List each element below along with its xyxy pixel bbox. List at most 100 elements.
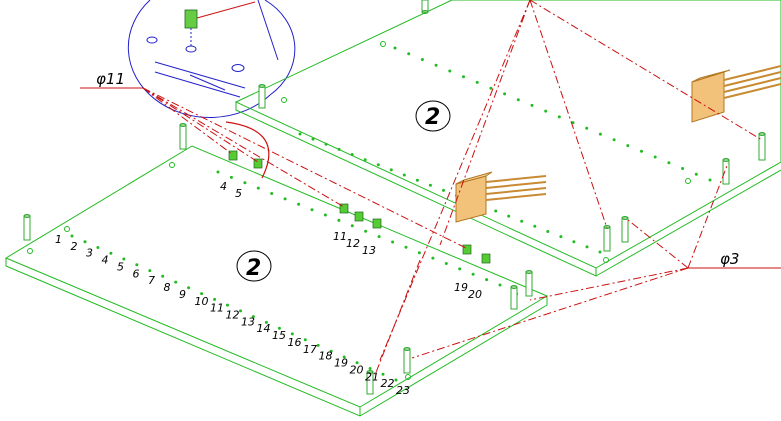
row-number: 1 — [55, 233, 62, 246]
hole-dot — [290, 332, 294, 336]
hole-dot — [653, 155, 657, 159]
row-number: 7 — [148, 274, 155, 287]
detail-leader — [196, 1, 256, 19]
hole-dot — [516, 98, 520, 102]
hole-dot — [471, 272, 475, 276]
hole-dot — [96, 246, 100, 249]
back-panel-top — [234, 0, 781, 269]
hole-dot — [612, 138, 616, 142]
edge-number: 12 — [346, 237, 360, 250]
row-number: 17 — [303, 343, 317, 356]
hole-dot — [368, 367, 372, 370]
row-number: 10 — [195, 295, 209, 308]
cam-fitting — [339, 203, 349, 214]
hole-dot — [626, 144, 630, 148]
back-hole — [603, 257, 609, 263]
hole-dot — [213, 297, 217, 301]
hole-dot — [350, 224, 354, 228]
hole-dot — [571, 121, 575, 125]
front-dot-row — [70, 234, 398, 382]
dowel — [421, 0, 429, 14]
hole-dot — [297, 202, 301, 206]
back-panel: 2 — [234, 0, 781, 277]
hole-dot — [310, 208, 314, 212]
hole-dot — [337, 218, 341, 222]
dimension-label-phi3: φ3 — [720, 250, 739, 268]
hole-dot — [507, 214, 511, 218]
detail-hole — [146, 36, 158, 44]
hole-dot — [428, 183, 432, 187]
hole-dot — [559, 235, 563, 239]
row-number: 20 — [350, 363, 364, 376]
cam-fitting — [462, 244, 472, 255]
hole-dot — [572, 240, 576, 244]
edge-number: 13 — [362, 244, 376, 257]
hole-dot — [226, 303, 229, 307]
back-dot-row — [393, 46, 712, 182]
hole-dot — [475, 80, 479, 84]
detail-line — [154, 71, 241, 98]
detail-magnifier — [127, 0, 296, 118]
back-hole — [281, 97, 287, 103]
hole-dot — [109, 251, 113, 255]
hole-dot — [256, 186, 260, 190]
hole-dot — [376, 163, 380, 167]
dowel — [722, 158, 730, 185]
row-number: 18 — [319, 350, 333, 363]
back-panel-label: 2 — [425, 105, 440, 130]
edge-number: 20 — [468, 288, 482, 301]
hole-dot — [311, 137, 315, 141]
hole-dot — [448, 69, 452, 73]
hole-dot — [417, 251, 421, 255]
row-number: 11 — [210, 302, 224, 315]
hole-dot — [694, 172, 698, 176]
back-hole — [685, 178, 691, 184]
dowel — [510, 285, 518, 310]
rotation-arrow — [225, 121, 270, 179]
detail-hole — [231, 64, 245, 72]
hole-dot — [135, 263, 139, 267]
detail-hole — [185, 45, 197, 53]
cam-fitting — [228, 150, 238, 161]
hole-dot — [70, 234, 74, 238]
back-panel-label-circle — [415, 100, 451, 132]
back-edge-labels: 4 5 11 12 13 19 20 — [220, 180, 482, 301]
hole-dot — [161, 274, 165, 278]
dimension-label-phi11: φ11 — [96, 70, 125, 88]
front-hole — [64, 226, 70, 232]
dowel — [258, 84, 266, 109]
hole-dot — [444, 262, 448, 265]
front-hole — [405, 374, 411, 380]
back-hole — [380, 41, 386, 47]
hole-dot — [598, 132, 602, 136]
hole-dot — [667, 161, 671, 165]
hole-dot — [442, 188, 445, 192]
front-dot-row — [216, 170, 502, 287]
hole-dot — [544, 109, 548, 113]
hole-dot — [298, 132, 302, 136]
hole-dot — [174, 280, 178, 284]
cam-fitting — [354, 211, 364, 222]
hole-dot — [243, 181, 247, 185]
hole-dot — [415, 178, 419, 182]
detail-line — [189, 74, 226, 91]
edge-number: 4 — [220, 180, 227, 193]
hole-dot — [407, 52, 411, 56]
hole-dot — [329, 349, 333, 353]
dowel — [366, 370, 374, 395]
hole-dot — [402, 173, 406, 177]
hole-dot — [350, 153, 354, 156]
hole-dot — [503, 92, 507, 96]
back-panel-edge — [235, 102, 781, 277]
hole-dot — [391, 240, 395, 244]
clamp-icon — [691, 65, 781, 123]
hole-dot — [394, 378, 398, 382]
hole-dot — [393, 46, 397, 50]
row-number: 13 — [241, 315, 255, 328]
row-number: 3 — [86, 247, 93, 260]
hole-dot — [431, 256, 435, 260]
edge-number: 5 — [235, 187, 242, 200]
front-panel-label-circle — [236, 250, 272, 282]
clamp-icon — [455, 171, 547, 223]
